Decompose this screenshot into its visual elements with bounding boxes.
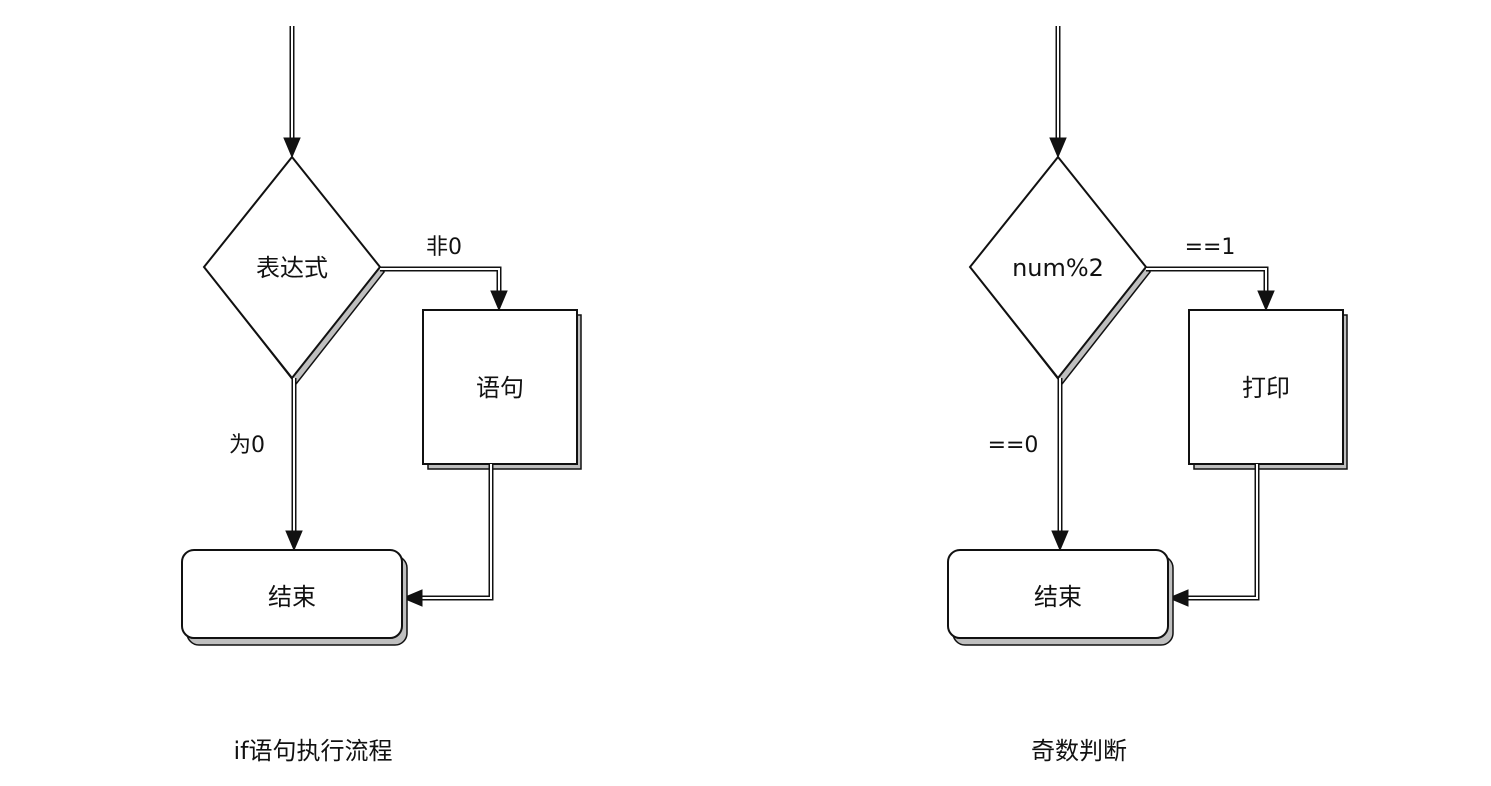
true-branch-label: ==1 bbox=[1185, 235, 1236, 260]
false-branch-connector bbox=[1051, 378, 1069, 552]
true-branch-connector bbox=[1146, 266, 1275, 312]
true-branch-connector bbox=[380, 266, 508, 312]
end-label: 结束 bbox=[268, 583, 316, 611]
decision-node: num%2 bbox=[968, 155, 1151, 386]
diagram-if-flow: 表达式 非0 语句 为0 bbox=[181, 26, 582, 765]
diagram-caption: 奇数判断 bbox=[1031, 737, 1127, 765]
entry-arrow bbox=[283, 26, 301, 159]
decision-label: 表达式 bbox=[256, 254, 328, 282]
process-to-end-connector bbox=[401, 464, 494, 607]
decision-label: num%2 bbox=[1012, 254, 1104, 282]
process-node: 打印 bbox=[1188, 309, 1348, 470]
false-branch-label: ==0 bbox=[988, 433, 1039, 458]
process-node: 语句 bbox=[422, 309, 582, 470]
diagram-odd-check: num%2 ==1 打印 ==0 bbox=[947, 26, 1348, 765]
process-label: 打印 bbox=[1242, 374, 1290, 402]
decision-node: 表达式 bbox=[202, 155, 385, 386]
false-branch-connector bbox=[285, 378, 303, 552]
process-to-end-connector bbox=[1167, 464, 1260, 607]
end-node: 结束 bbox=[181, 549, 408, 646]
end-node: 结束 bbox=[947, 549, 1174, 646]
process-label: 语句 bbox=[476, 374, 524, 402]
true-branch-label: 非0 bbox=[426, 235, 462, 260]
end-label: 结束 bbox=[1034, 583, 1082, 611]
diagram-caption: if语句执行流程 bbox=[233, 737, 392, 765]
false-branch-label: 为0 bbox=[229, 433, 265, 458]
entry-arrow bbox=[1049, 26, 1067, 159]
